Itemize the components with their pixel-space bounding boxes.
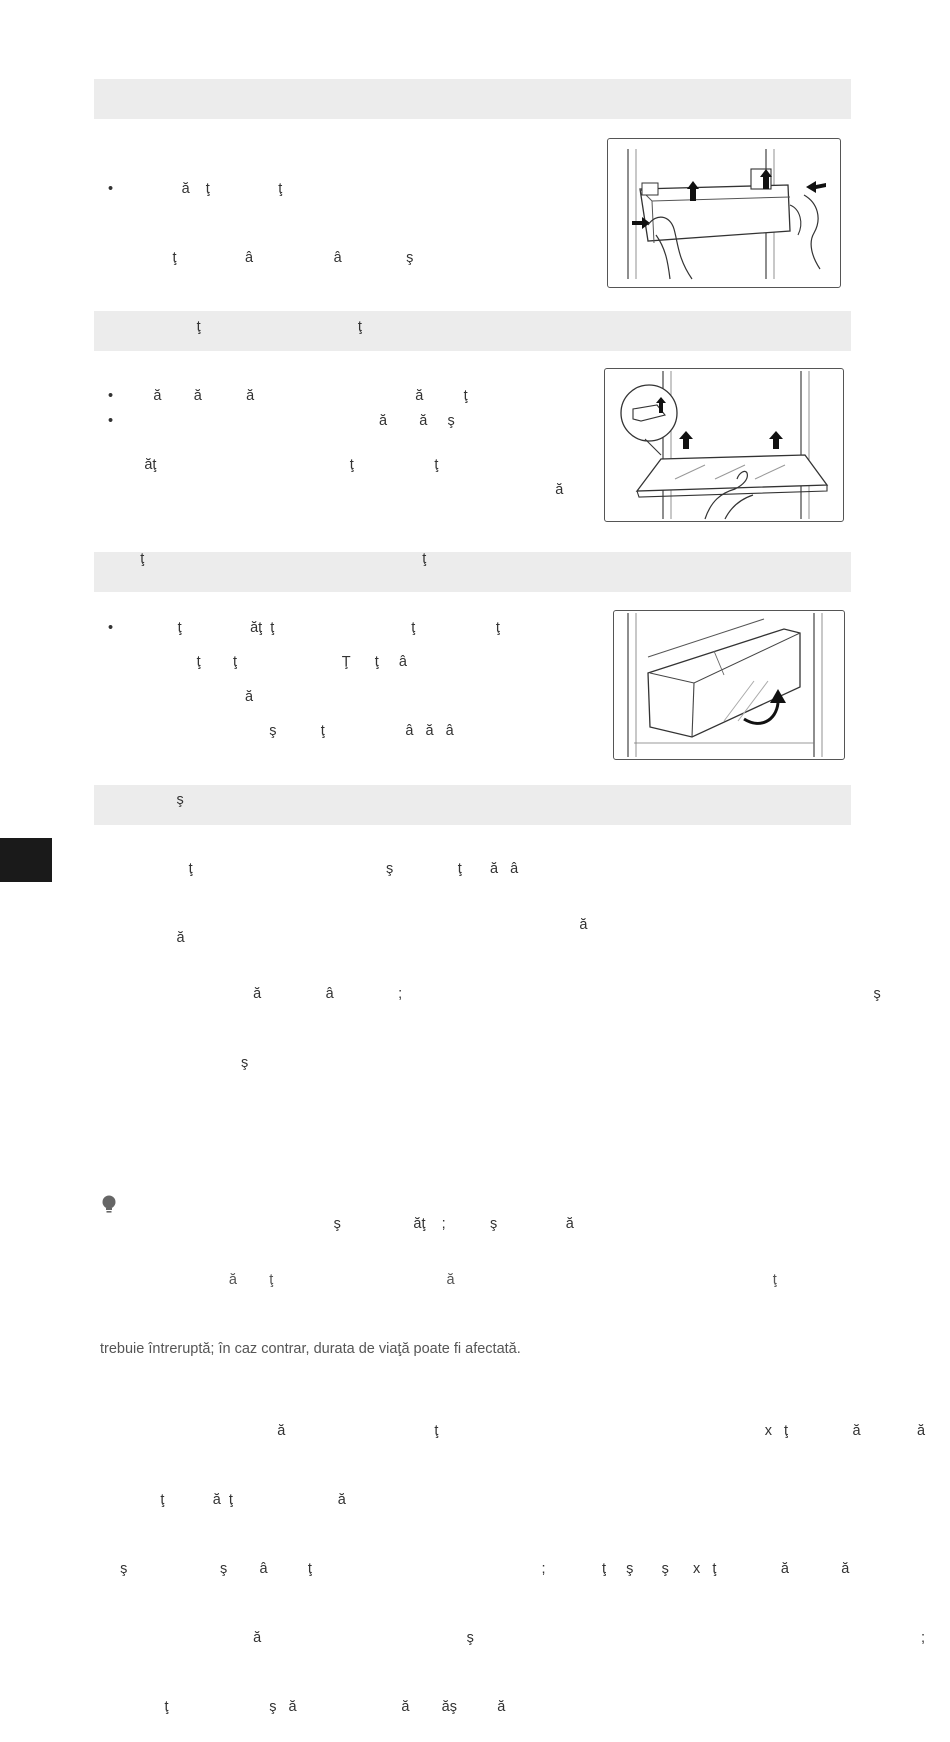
note-line: ă ţ ă ţ	[100, 1272, 777, 1288]
text-line: • ă ă ă ă ţ	[100, 388, 468, 404]
note-line: trebuie întreruptă; în caz contrar, dura…	[100, 1341, 521, 1357]
text-line: ă ş ;	[100, 1630, 926, 1646]
text-line: ş ăţ ; ş ă	[100, 1216, 574, 1232]
text-line: ă	[100, 917, 588, 933]
text-line: ţ ţ	[100, 319, 362, 335]
text-line: ă â ; ş	[100, 986, 881, 1002]
door-bin-illustration	[607, 138, 841, 288]
text-line: ş ş â ţ ; ţ ş ş x ţ ă ă	[100, 1561, 850, 1577]
section-2-header-band	[94, 311, 851, 351]
section-3-header-band	[94, 552, 851, 592]
text-line: • ă ţ ţ	[100, 181, 283, 197]
lightbulb-icon	[101, 1195, 117, 1215]
text-line: ş	[100, 1055, 249, 1071]
text-line: ţ â â ş	[100, 250, 414, 266]
text-line: ţ ţ Ţ ţ â	[100, 654, 407, 670]
text-line: ă	[100, 930, 185, 946]
language-tab	[0, 838, 52, 882]
text-line: ş ţ â ă â	[100, 723, 454, 739]
section-1-text: • ă ţ ţ ţ â â ş ţ ţ •	[100, 132, 468, 500]
glass-shelf-illustration	[604, 368, 844, 522]
note-text: ă ţ ă ţ trebuie întreruptă; în caz contr…	[100, 1223, 777, 1384]
section-1-header-band	[94, 79, 851, 119]
text-line: ă	[100, 689, 254, 705]
text-line: ţ ă ţ ă	[100, 1492, 346, 1508]
text-line: • ţ ăţ ţ ţ ţ	[100, 620, 500, 636]
text-line: ă ţ x ţ ă ă	[100, 1423, 926, 1439]
text-line: ţ ş ţ ă â	[100, 861, 519, 877]
section-2-text: • ă ă ş ă	[100, 364, 563, 732]
section-4-header-band	[94, 785, 851, 825]
text-line: ă	[100, 482, 564, 498]
text-line: ş	[100, 792, 184, 808]
section-3-text: ţ ţ Ţ ţ â ş ţ â ă â ş ţ	[100, 605, 519, 973]
text-line: ţ ţ	[100, 551, 427, 567]
text-line: ţ ş ă ă ăş ă	[100, 1699, 506, 1715]
drawer-illustration	[613, 610, 845, 760]
text-line: ăţ ţ ţ	[100, 457, 439, 473]
text-line: • ă ă ş	[100, 413, 455, 429]
